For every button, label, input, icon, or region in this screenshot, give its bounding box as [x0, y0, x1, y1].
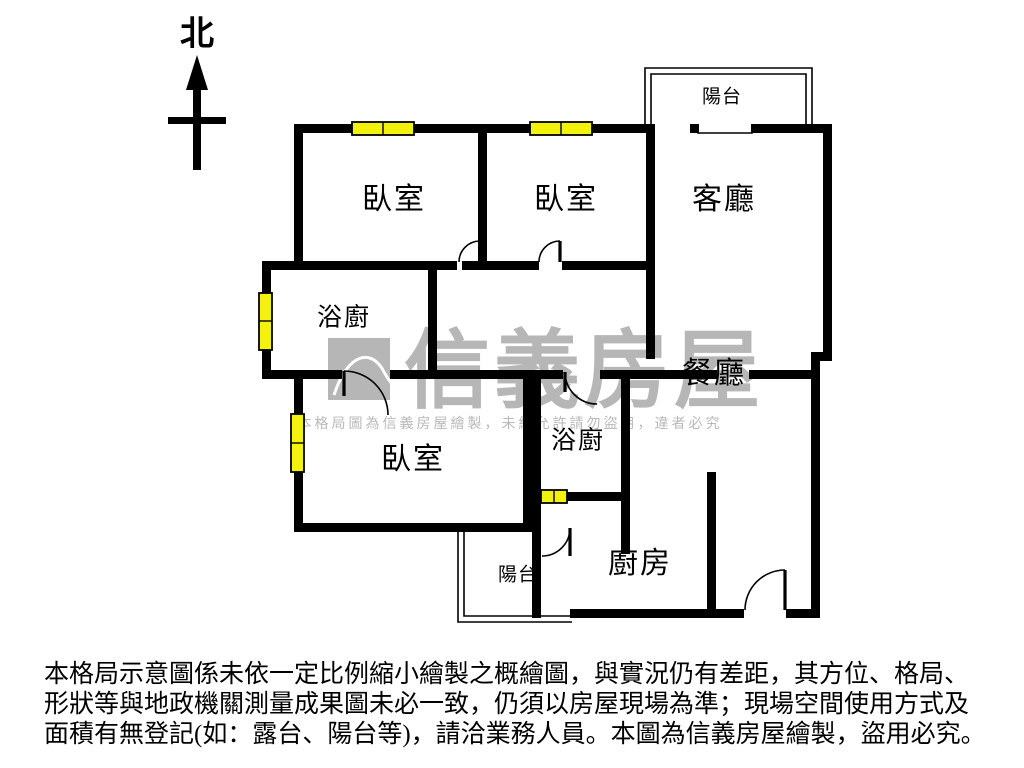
north-compass: 北: [168, 16, 226, 170]
compass-arrow-head-icon: [186, 55, 208, 90]
room-label-kitchen: 廚房: [608, 547, 672, 580]
disclaimer-line-2: 形狀等與地政機關測量成果圖未必一致，仍須以房屋現場為準；現場空間使用方式及: [44, 691, 970, 718]
room-labels-group: 臥室 臥室 客廳 陽台 浴廚 餐廳 臥室 浴廚 廚房 陽台: [317, 85, 756, 585]
doors-group: [342, 240, 787, 611]
disclaimer-line-3: 面積有無登記(如：露台、陽台等)，請洽業務人員。本圖為信義房屋繪製，盜用必究。: [44, 721, 986, 748]
disclaimer-line-1: 本格局示意圖係未依一定比例縮小繪製之概繪圖，與實況仍有差距，其方位、格局、: [44, 661, 970, 688]
room-label-balcony-top: 陽台: [702, 85, 742, 107]
windows-group: [258, 121, 593, 504]
room-label-bedroom-1: 臥室: [362, 183, 426, 216]
room-label-living-room: 客廳: [692, 183, 756, 216]
room-label-dining-room: 餐廳: [682, 357, 746, 390]
room-label-balcony-bottom: 陽台: [498, 563, 538, 585]
room-label-bedroom-2: 臥室: [534, 183, 598, 216]
disclaimer-text: 本格局示意圖係未依一定比例縮小繪製之概繪圖，與實況仍有差距，其方位、格局、 形狀…: [44, 660, 986, 750]
compass-north-label: 北: [180, 16, 214, 53]
compass-horizontal-bar: [168, 117, 226, 124]
logo-swoosh-icon: [332, 355, 421, 399]
room-label-bathroom-1: 浴廚: [317, 304, 371, 332]
room-label-bedroom-3: 臥室: [381, 443, 445, 476]
watermark-notice: 本格局圖為信義房屋繪製，未經允許請勿盜用，違者必究: [298, 415, 723, 431]
room-label-bathroom-2: 浴廚: [551, 427, 605, 455]
